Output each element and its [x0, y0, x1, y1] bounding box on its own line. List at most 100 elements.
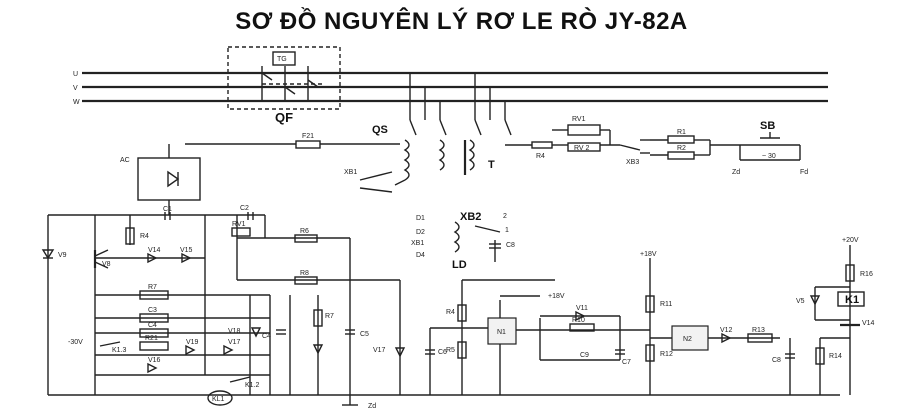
dc30v-label: ~ 30: [762, 153, 776, 160]
c1-label: C1: [163, 206, 172, 213]
f21-label: F21: [302, 133, 314, 140]
v14-label: V14: [148, 247, 161, 254]
r11-label: R11: [660, 301, 672, 308]
v16-label: V16: [148, 357, 161, 364]
d1-label: D1: [416, 215, 425, 222]
v15-diode: [181, 252, 192, 264]
middle-circuit: [399, 258, 672, 395]
v17-diode: [223, 344, 234, 356]
v17b-zener: [394, 347, 406, 358]
r5-resistor: [457, 341, 467, 359]
tg-label: TG: [277, 56, 287, 63]
plus18v-label: +18V: [548, 293, 565, 300]
c8b-label: C8: [772, 357, 781, 364]
r7b-label: R7: [325, 313, 334, 320]
r-label-x: R4: [536, 153, 545, 160]
r4-label: R4: [446, 309, 455, 316]
c2-label: C2: [240, 205, 249, 212]
rp1-resistor: [231, 227, 251, 237]
rv2-resistor: [567, 142, 601, 152]
v16-diode: [147, 362, 158, 374]
v15-label: V15: [180, 247, 193, 254]
v11b-label: V11: [576, 305, 588, 312]
minus30v-label: -30V: [68, 339, 83, 346]
phase-u-label: U: [73, 71, 78, 78]
v17b-label: V17: [373, 347, 386, 354]
r7-resistor: [139, 290, 169, 300]
xb1-label: XB1: [344, 169, 357, 176]
c7-label: C7: [622, 359, 631, 366]
qs-label: QS: [372, 124, 388, 136]
fd-label: Fd: [800, 169, 808, 176]
r1-resistor: [667, 135, 695, 144]
d2-label: D2: [416, 229, 425, 236]
v19-diode: [185, 344, 196, 356]
rp1-label: RV1: [232, 221, 246, 228]
r13-label: R13: [752, 327, 765, 334]
transformer-coils: [394, 139, 475, 186]
xb3-label: XB3: [626, 159, 639, 166]
r21-resistor: [139, 341, 169, 351]
r11-resistor: [645, 295, 655, 313]
zd-label: Zd: [368, 403, 376, 410]
v4-label: V14: [862, 320, 875, 327]
r10-label: R10: [572, 317, 585, 324]
sw2-label: 2: [503, 213, 507, 220]
c3-label: C3: [148, 307, 157, 314]
r8-resistor: [294, 276, 318, 285]
qf-breaker-box: [227, 46, 341, 110]
t-label: T: [488, 159, 495, 171]
xb2-label: XB2: [460, 211, 481, 223]
zd-top-label: Zd: [732, 169, 740, 176]
tg-box: [272, 51, 296, 66]
v9-zener: [41, 249, 55, 260]
d4-label: D4: [416, 252, 425, 259]
d3-label: XB1: [411, 240, 424, 247]
c4b-label: C4: [262, 333, 271, 340]
sb-test-button: [739, 132, 801, 161]
r2-resistor: [667, 151, 695, 160]
r7b-resistor: [313, 309, 323, 327]
qf-contacts: [261, 66, 322, 101]
k1-label: K1: [845, 294, 859, 306]
qs-switch: [409, 73, 512, 136]
k1-2-label: K1.2: [245, 382, 260, 389]
r6-label: R6: [300, 228, 309, 235]
plus18v-b-label: +18V: [640, 251, 657, 258]
c9-label: C9: [580, 352, 589, 359]
r4-resistor: [457, 304, 467, 322]
v8-label: V8: [102, 261, 111, 268]
v5-diode: [809, 295, 821, 306]
r12-label: R12: [660, 351, 673, 358]
v18-label: V18: [228, 328, 241, 335]
ld-label: LD: [452, 259, 467, 271]
phase-lines: [82, 71, 828, 103]
plus20v-label: +20V: [842, 237, 859, 244]
right-circuit: [814, 245, 851, 395]
k1-relay-coil: [837, 291, 865, 307]
left-circuit: [47, 214, 840, 396]
r14-label: R14: [829, 353, 842, 360]
phase-v-label: V: [73, 85, 78, 92]
r3-resistor: [125, 227, 135, 245]
v5-label: V5: [796, 298, 805, 305]
r21-label: R21: [145, 335, 158, 342]
r16-label: R16: [860, 271, 873, 278]
r5-label: R5: [446, 347, 455, 354]
v9-label: V9: [58, 252, 67, 259]
c5-label: C5: [360, 331, 369, 338]
v12-diode: [721, 332, 732, 344]
f21-fuse: [295, 140, 321, 149]
r1-label: R1: [677, 129, 686, 136]
ld-coil: [453, 221, 460, 253]
rv1-resistor: [567, 124, 601, 136]
r16-resistor: [845, 264, 855, 282]
r3-label: R4: [140, 233, 149, 240]
r13-resistor: [747, 333, 773, 343]
c4-element: [139, 328, 169, 338]
n1-comparator: [487, 317, 517, 345]
c6-label: C6: [438, 349, 447, 356]
kl1-lamp: [207, 390, 233, 406]
sw1-label: 1: [505, 227, 509, 234]
n2-comparator: [671, 325, 709, 351]
